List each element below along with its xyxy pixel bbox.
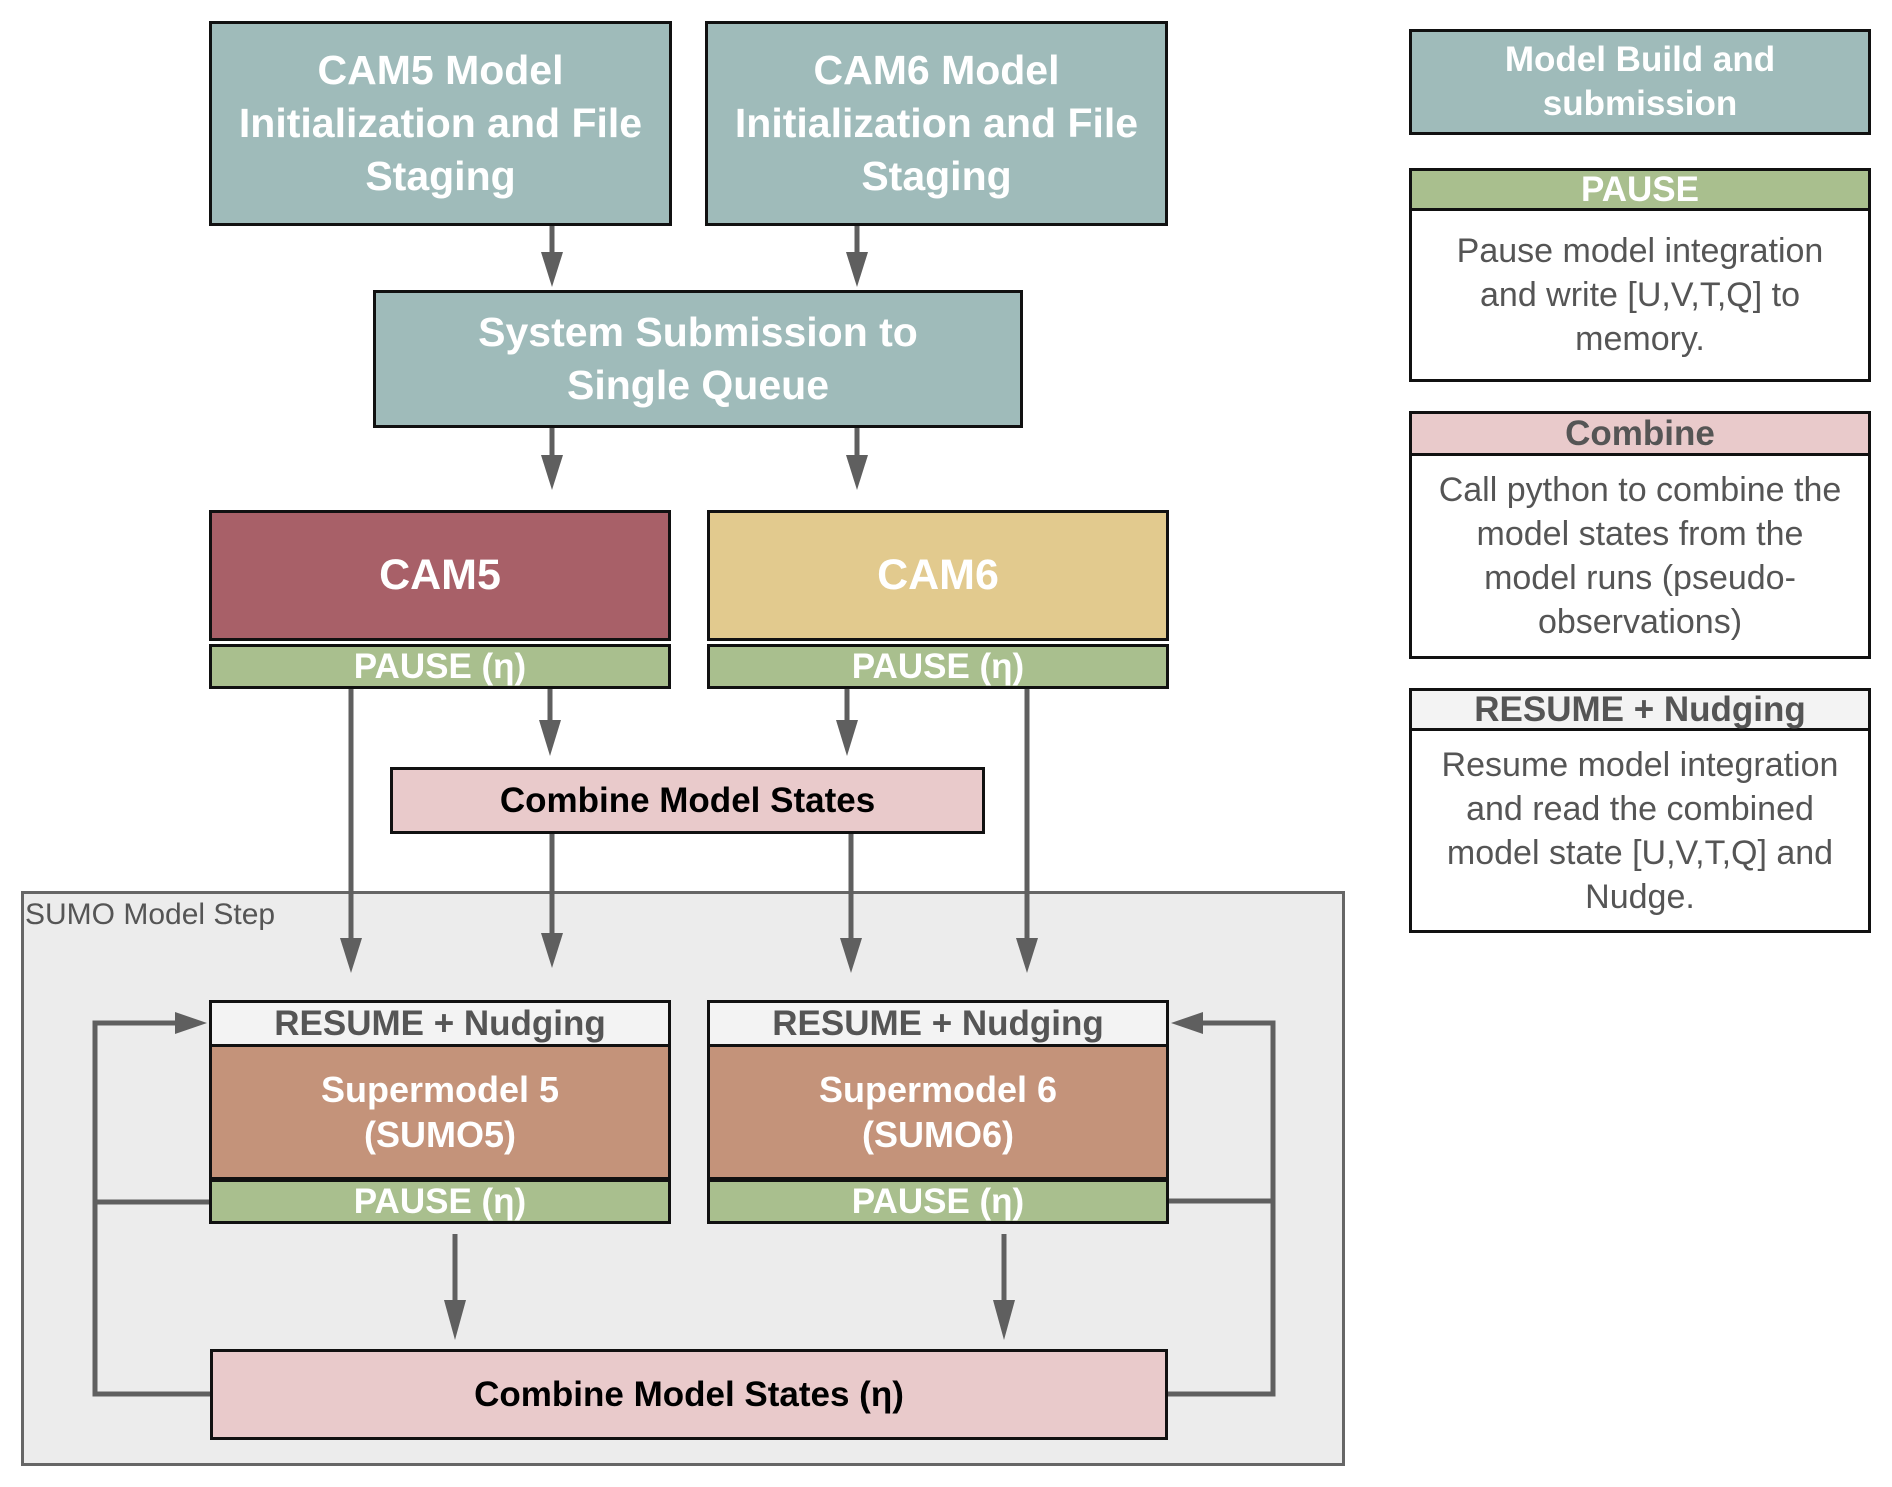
arrowhead bbox=[846, 455, 868, 490]
legend-resume-title: RESUME + Nudging bbox=[1474, 689, 1806, 729]
cam5-pause-box: PAUSE (η) bbox=[209, 644, 671, 689]
cam6-label: CAM6 bbox=[877, 551, 999, 599]
cam6-init-label: CAM6 Model Initialization and File Stagi… bbox=[734, 47, 1139, 199]
legend-pause-body: Pause model integration and write [U,V,T… bbox=[1409, 211, 1871, 382]
combine-model-states-eta-box: Combine Model States (η) bbox=[210, 1349, 1168, 1440]
supermodel6-title: Supermodel 6 bbox=[818, 1069, 1058, 1110]
sumo-model-step-label: SUMO Model Step bbox=[25, 898, 276, 931]
legend-resume-header: RESUME + Nudging bbox=[1409, 688, 1871, 731]
cam5-init-label: CAM5 Model Initialization and File Stagi… bbox=[238, 47, 643, 199]
sumo6-resume-label: RESUME + Nudging bbox=[772, 1003, 1104, 1043]
sumo6-pause-box: PAUSE (η) bbox=[707, 1179, 1169, 1224]
sumo5-resume-label: RESUME + Nudging bbox=[274, 1003, 606, 1043]
combine-model-states-label: Combine Model States bbox=[499, 780, 876, 820]
cam6-init-box: CAM6 Model Initialization and File Stagi… bbox=[705, 21, 1168, 226]
sumo5-resume-box: RESUME + Nudging bbox=[209, 1000, 671, 1047]
legend-pause-desc: Pause model integration and write [U,V,T… bbox=[1456, 232, 1824, 358]
supermodel6-subtitle: (SUMO6) bbox=[862, 1114, 1014, 1155]
cam6-pause-label: PAUSE (η) bbox=[851, 646, 1025, 686]
supermodel6-box: Supermodel 6 (SUMO6) bbox=[707, 1044, 1169, 1180]
legend-pause-title: PAUSE bbox=[1581, 169, 1699, 209]
arrowhead bbox=[539, 720, 561, 756]
cam5-init-box: CAM5 Model Initialization and File Stagi… bbox=[209, 21, 672, 226]
sumo5-pause-label: PAUSE (η) bbox=[353, 1181, 527, 1221]
sumo6-resume-box: RESUME + Nudging bbox=[707, 1000, 1169, 1047]
legend-combine-body: Call python to combine the model states … bbox=[1409, 456, 1871, 659]
supermodel5-subtitle: (SUMO5) bbox=[364, 1114, 516, 1155]
arrowhead bbox=[836, 720, 858, 756]
arrowhead bbox=[541, 252, 563, 287]
arrowhead bbox=[541, 455, 563, 490]
cam5-pause-label: PAUSE (η) bbox=[353, 646, 527, 686]
legend-resume-desc: Resume model integration and read the co… bbox=[1441, 745, 1839, 916]
cam6-box: CAM6 bbox=[707, 510, 1169, 641]
legend-combine-header: Combine bbox=[1409, 411, 1871, 456]
system-submission-box: System Submission to Single Queue bbox=[373, 290, 1023, 428]
legend-combine-title: Combine bbox=[1565, 413, 1715, 453]
legend-model-build-label: Model Build and submission bbox=[1504, 40, 1776, 123]
legend-combine-desc: Call python to combine the model states … bbox=[1438, 471, 1842, 641]
legend-resume-body: Resume model integration and read the co… bbox=[1409, 731, 1871, 933]
combine-model-states-eta-label: Combine Model States (η) bbox=[474, 1374, 904, 1414]
supermodel5-title: Supermodel 5 bbox=[320, 1069, 560, 1110]
supermodel5-box: Supermodel 5 (SUMO5) bbox=[209, 1044, 671, 1180]
sumo5-pause-box: PAUSE (η) bbox=[209, 1179, 671, 1224]
system-submission-label: System Submission to Single Queue bbox=[478, 309, 918, 408]
cam5-label: CAM5 bbox=[379, 551, 501, 599]
cam5-box: CAM5 bbox=[209, 510, 671, 641]
legend-pause-header: PAUSE bbox=[1409, 168, 1871, 211]
legend-model-build: Model Build and submission bbox=[1409, 29, 1871, 135]
combine-model-states-box: Combine Model States bbox=[390, 767, 985, 834]
cam6-pause-box: PAUSE (η) bbox=[707, 644, 1169, 689]
sumo6-pause-label: PAUSE (η) bbox=[851, 1181, 1025, 1221]
arrowhead bbox=[846, 252, 868, 287]
